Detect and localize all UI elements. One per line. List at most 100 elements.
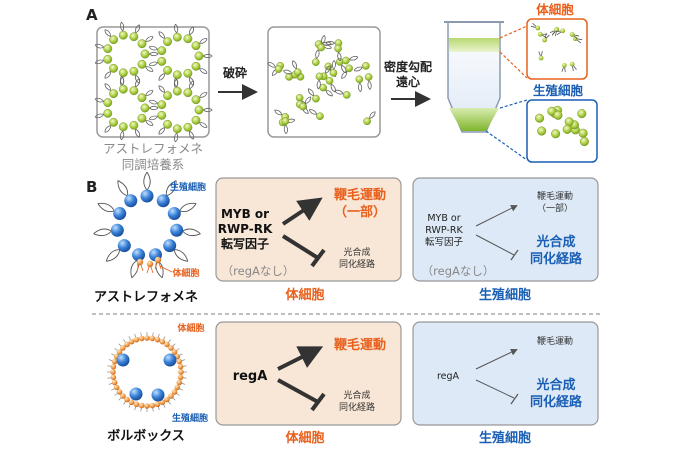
somatic-cell <box>144 335 150 341</box>
volvox-som-activation-arrow <box>277 346 324 371</box>
flagellum <box>175 132 179 143</box>
volvox-icon-somatic-label: 体細胞 <box>177 322 204 334</box>
reproductive-cell <box>167 207 181 221</box>
volvox-rep-down-target-line1: 光合成 <box>535 377 575 393</box>
flagellum <box>199 122 208 128</box>
green-cell <box>191 41 201 51</box>
flagellum <box>148 99 159 104</box>
repro-cell <box>535 113 545 123</box>
flagellum <box>321 35 325 45</box>
volvox-rep-activation-arrow <box>475 348 518 370</box>
astre-rep-note: （regAなし） <box>422 264 495 278</box>
flagellum <box>158 85 166 93</box>
green-cell <box>194 51 204 61</box>
flagellum <box>143 171 148 191</box>
somatic-cell <box>569 61 575 67</box>
somatic-cell <box>561 62 567 68</box>
astre-som-up-target-line1: 鞭毛運動 <box>334 187 386 203</box>
flagellum <box>94 113 104 118</box>
reproductive-cell <box>140 189 154 203</box>
flagellum <box>308 109 317 115</box>
green-cell <box>137 59 147 69</box>
flagellum <box>202 53 213 57</box>
green-cell <box>342 91 351 99</box>
flagellum <box>104 71 111 79</box>
flagellum <box>119 130 123 141</box>
reproductive-cell <box>151 388 165 402</box>
flagellum <box>333 60 337 70</box>
volvox-icon-repro-label: 生殖細胞 <box>172 412 208 424</box>
astre-som-down-target-line1: 光合成 <box>343 246 370 258</box>
green-cell <box>363 117 371 126</box>
flagellum <box>135 128 141 138</box>
green-cell <box>103 44 113 54</box>
flagellum <box>148 105 159 109</box>
reproductive-cell <box>117 239 131 253</box>
flagellum <box>315 49 319 59</box>
repro-cell <box>551 129 561 139</box>
flagellum <box>94 59 104 64</box>
flagellum <box>368 80 372 90</box>
reproductive-cell <box>113 207 127 221</box>
green-cell <box>157 110 167 120</box>
centrifuge-tube <box>444 21 504 133</box>
flagellum <box>274 110 283 116</box>
flagellum <box>199 68 208 74</box>
flagellum <box>189 130 195 140</box>
volvox-som-down-target-line2: 同化経路 <box>339 401 375 413</box>
flagellum <box>325 65 331 74</box>
flagellum <box>325 89 333 97</box>
flagellum <box>316 79 320 90</box>
flagellum <box>105 249 120 262</box>
flagellum <box>316 49 320 59</box>
flagellum <box>199 92 208 98</box>
flagellum <box>189 77 194 86</box>
somatic-result-label: 体細胞 <box>536 2 574 17</box>
green-cell <box>163 91 173 101</box>
flagellum <box>331 60 335 70</box>
flagellum <box>189 80 195 90</box>
repro-cell <box>579 136 589 147</box>
green-cell <box>163 37 173 47</box>
flagellum <box>202 107 213 111</box>
astre-rep-up-target-line1: 鞭毛運動 <box>537 190 573 202</box>
flagellum <box>307 88 314 97</box>
volvox-rep-caption: 生殖細胞 <box>479 430 531 446</box>
flagellum <box>189 131 194 140</box>
green-cell <box>274 65 283 73</box>
flagellum <box>104 29 111 37</box>
astre-rep-tf-line2: RWP-RK <box>425 225 463 236</box>
astre-rep-down-target-line2: 同化経路 <box>530 251 583 267</box>
flagellum <box>175 77 179 88</box>
somatic-cell <box>159 399 166 406</box>
culture-caption-line2: 同調培養系 <box>122 157 185 172</box>
culture-box <box>96 26 210 138</box>
flagellum <box>175 23 179 34</box>
somatic-cells <box>530 22 583 73</box>
flagellum <box>349 56 359 61</box>
somatic-cell <box>120 345 126 351</box>
flagellum <box>148 45 159 50</box>
repro-cell <box>577 109 587 119</box>
astre-organism-name: アストレフォメネ <box>94 290 198 305</box>
flagellum <box>94 114 105 119</box>
green-cell <box>183 34 193 44</box>
green-cell <box>172 32 182 42</box>
green-cell <box>191 115 201 125</box>
flagellum <box>189 80 194 89</box>
astre-somatic-box <box>215 177 402 282</box>
flagellum <box>117 180 128 197</box>
flagellum <box>166 180 177 197</box>
somatic-cell <box>174 384 181 391</box>
flagellum <box>121 130 125 141</box>
dissociated-cells <box>267 35 376 135</box>
somatic-cell <box>154 336 161 343</box>
flagellum <box>199 68 208 74</box>
flagellum <box>321 35 326 45</box>
flagellum <box>94 60 105 65</box>
flagellum <box>158 73 165 81</box>
repro-leader-bottom <box>485 130 528 161</box>
reproductive-cell <box>170 223 184 237</box>
flagellum <box>337 51 341 62</box>
